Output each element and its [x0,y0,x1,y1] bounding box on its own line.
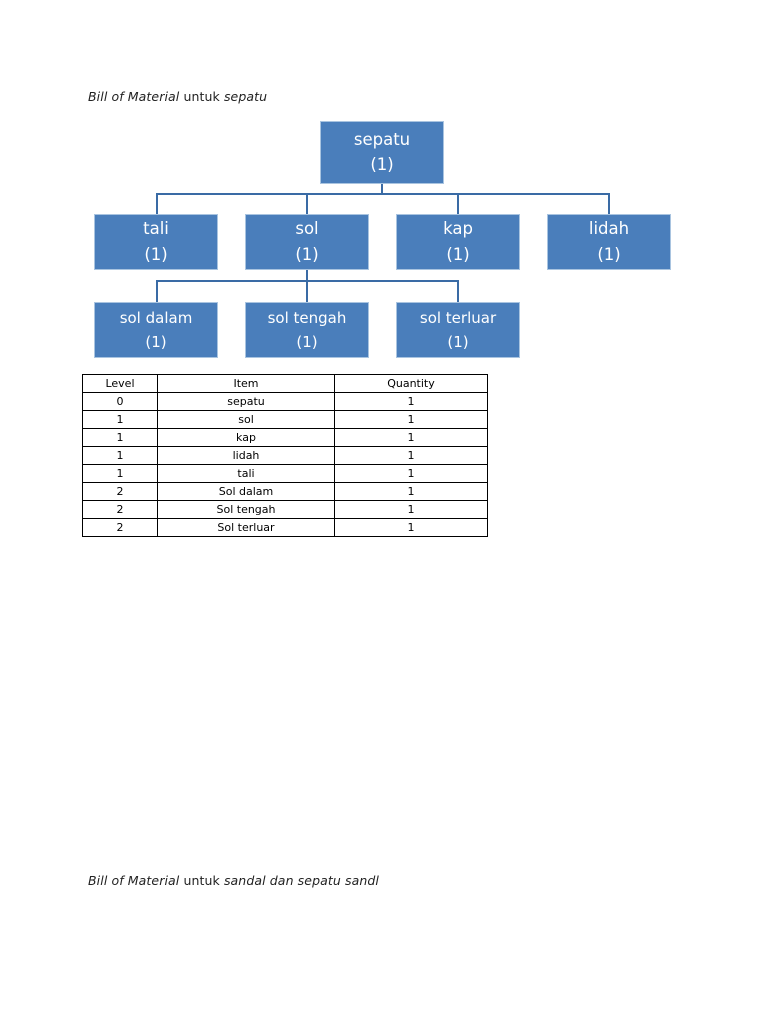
tree-node-lidah-label: lidah [588,219,630,238]
tree-node-sol-qty: (1) [295,244,319,264]
table-header-level: Level [82,374,158,393]
tree-node-sepatu-qty: (1) [370,155,394,174]
cell-item: Sol tengah [157,500,335,519]
tree-node-sol-tengah-qty: (1) [296,332,318,351]
caption-top-italic-1: Bill of Material [88,89,184,104]
table-row: 1 lidah 1 [82,446,488,465]
tree-node-tali-label: tali [143,219,169,238]
tree-node-lidah: lidah (1) [547,214,671,270]
cell-level: 2 [82,500,158,519]
cell-item: Sol terluar [157,518,335,537]
cell-quantity: 1 [334,446,488,465]
table-row: 2 Sol terluar 1 [82,518,488,537]
tree-node-sepatu: sepatu (1) [320,121,444,184]
caption-top-italic-2: sepatu [223,89,268,104]
tree-node-kap-label: kap [443,219,473,238]
caption-bottom-roman-1: untuk [183,873,224,888]
tree-node-tali-qty: (1) [144,244,168,264]
cell-item: kap [157,428,335,447]
cell-quantity: 1 [334,518,488,537]
cell-level: 0 [82,392,158,411]
cell-level: 1 [82,464,158,483]
tree-node-sol-label: sol [295,219,319,238]
tree-node-sol-dalam-label: sol dalam [119,308,193,327]
table-row: 1 tali 1 [82,464,488,483]
table-header-row: Level Item Quantity [82,374,488,393]
cell-quantity: 1 [334,428,488,447]
connector-drop-lidah [608,193,610,218]
caption-bottom-italic-2: sandal dan sepatu sandl [223,873,379,888]
tree-node-tali: tali (1) [94,214,218,270]
tree-node-kap: kap (1) [396,214,520,270]
tree-node-sol-terluar: sol terluar (1) [396,302,520,358]
cell-level: 1 [82,428,158,447]
caption-top: Bill of Material untuk sepatu [88,89,267,104]
bom-table: Level Item Quantity 0 sepatu 1 1 sol 1 1… [82,374,488,537]
tree-node-sol-dalam: sol dalam (1) [94,302,218,358]
connector-sol-stem [306,270,308,281]
tree-node-sepatu-label: sepatu [353,129,411,149]
connector-drop-sol-terluar [457,280,459,302]
cell-level: 1 [82,446,158,465]
table-header-quantity: Quantity [334,374,488,393]
connector-drop-kap [457,193,459,218]
connector-level1-bus [156,193,610,195]
tree-node-lidah-qty: (1) [597,244,621,264]
table-row: 2 Sol dalam 1 [82,482,488,501]
connector-drop-sol-dalam [156,280,158,302]
caption-bottom-italic-1: Bill of Material [88,873,184,888]
cell-quantity: 1 [334,464,488,483]
cell-quantity: 1 [334,392,488,411]
cell-level: 2 [82,518,158,537]
caption-bottom: Bill of Material untuk sandal dan sepatu… [88,873,379,888]
cell-item: lidah [157,446,335,465]
cell-level: 1 [82,410,158,429]
tree-node-sol-dalam-qty: (1) [145,332,167,351]
cell-item: sepatu [157,392,335,411]
table-body: 0 sepatu 1 1 sol 1 1 kap 1 1 lidah 1 1 t [82,392,488,537]
cell-quantity: 1 [334,482,488,501]
table-row: 1 sol 1 [82,410,488,429]
cell-item: tali [157,464,335,483]
connector-root-stem [381,184,383,194]
tree-node-sol-terluar-label: sol terluar [419,308,497,327]
cell-quantity: 1 [334,410,488,429]
table-row: 2 Sol tengah 1 [82,500,488,519]
tree-node-sol-tengah-label: sol tengah [267,308,347,327]
cell-level: 2 [82,482,158,501]
connector-drop-sol [306,193,308,218]
cell-quantity: 1 [334,500,488,519]
table-row: 0 sepatu 1 [82,392,488,411]
connector-drop-sol-tengah [306,280,308,302]
cell-item: sol [157,410,335,429]
cell-item: Sol dalam [157,482,335,501]
connector-drop-tali [156,193,158,218]
caption-top-roman-1: untuk [183,89,224,104]
tree-node-sol-tengah: sol tengah (1) [245,302,369,358]
table-row: 1 kap 1 [82,428,488,447]
bom-tree-diagram: sepatu (1) tali (1) sol (1) kap (1) lida… [0,0,768,370]
tree-node-sol: sol (1) [245,214,369,270]
tree-node-kap-qty: (1) [446,244,470,264]
table-header-item: Item [157,374,335,393]
tree-node-sol-terluar-qty: (1) [447,332,469,351]
